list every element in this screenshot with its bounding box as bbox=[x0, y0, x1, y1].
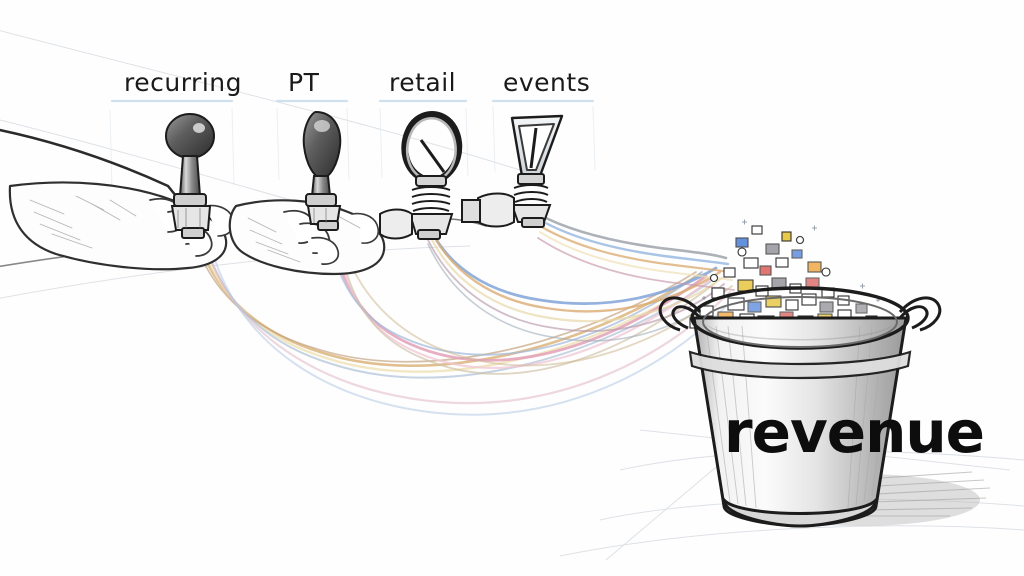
sleeve-upper bbox=[0, 128, 178, 198]
bucket-hatching bbox=[705, 323, 895, 509]
hand-pt bbox=[228, 199, 386, 276]
tap-retail-loop-bar bbox=[419, 139, 446, 173]
tap-retail[interactable] bbox=[379, 111, 463, 240]
tap-events-neck bbox=[517, 173, 545, 185]
tap-events-elbow bbox=[477, 192, 515, 228]
tap-recurring[interactable] bbox=[165, 113, 215, 239]
tap-events-diagonal bbox=[529, 127, 538, 169]
tap-events[interactable] bbox=[461, 114, 564, 228]
stream-events bbox=[537, 213, 735, 291]
tap-recurring-spout bbox=[181, 227, 205, 239]
tap-pt-spout bbox=[317, 220, 339, 231]
tap-events-frame-inner bbox=[518, 123, 555, 171]
bucket-rim-inner bbox=[702, 296, 898, 348]
bucket-base bbox=[722, 496, 878, 528]
tap-events-threads bbox=[513, 184, 549, 203]
tap-label-pt: PT bbox=[288, 68, 320, 97]
stream-lower-sweeps bbox=[204, 235, 735, 416]
tap-label-retail: retail bbox=[389, 68, 456, 97]
tap-retail-elbow bbox=[379, 208, 413, 240]
bucket-label-revenue: revenue bbox=[724, 398, 984, 466]
tap-pt[interactable] bbox=[302, 110, 342, 231]
bucket-ear-right bbox=[898, 296, 942, 332]
tap-retail-loop bbox=[401, 111, 463, 184]
tap-recurring-body bbox=[170, 205, 212, 231]
tap-retail-spout bbox=[417, 229, 441, 240]
bucket-ear-left bbox=[658, 296, 702, 332]
tap-events-spout bbox=[521, 217, 545, 228]
bucket-rim-band bbox=[688, 350, 912, 380]
tap-retail-threads bbox=[411, 186, 451, 212]
tap-events-pipe bbox=[461, 199, 481, 223]
tap-label-events: events bbox=[503, 68, 590, 97]
tap-label-recurring: recurring bbox=[124, 68, 242, 97]
